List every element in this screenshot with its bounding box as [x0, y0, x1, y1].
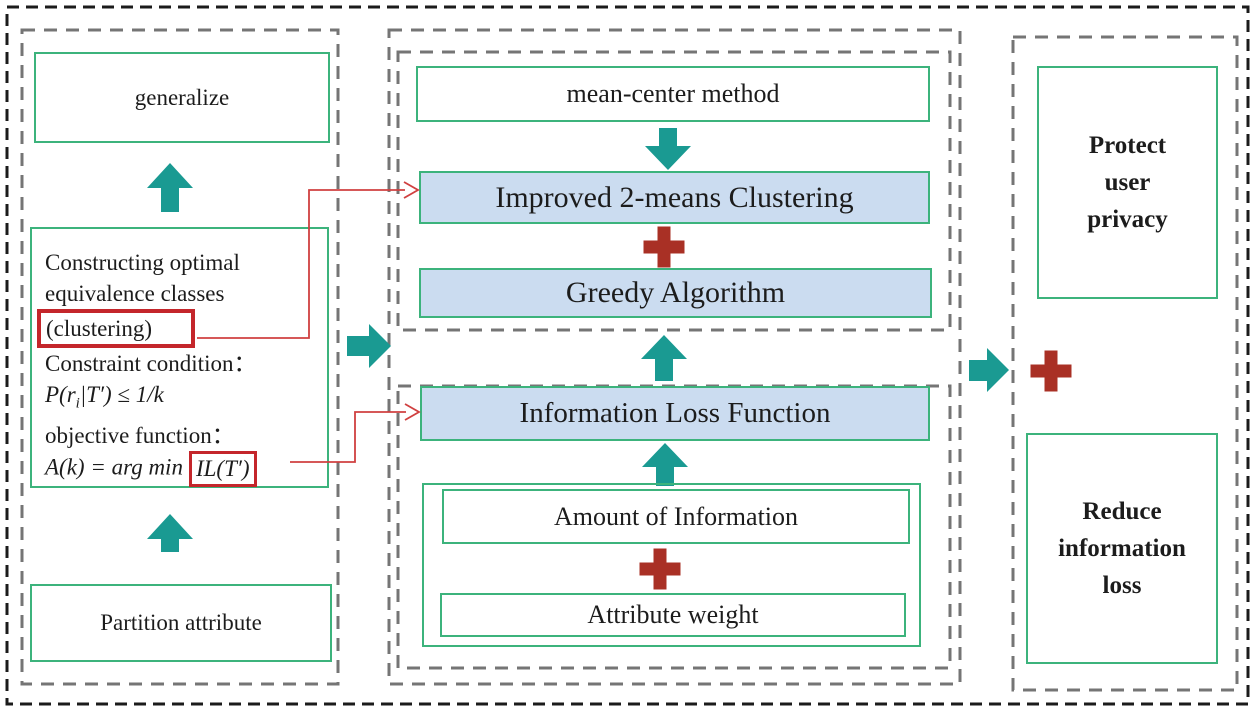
constraint-label: Constraint condition：	[45, 351, 257, 376]
protect-line-3: privacy	[1087, 206, 1168, 233]
greedy-algorithm-box: Greedy Algorithm	[419, 268, 932, 318]
attribute-weight-label: Attribute weight	[587, 600, 759, 629]
improved-clustering-label: Improved 2-means Clustering	[495, 180, 854, 214]
information-loss-box: Information Loss Function	[420, 386, 930, 441]
constraint-formula: P(ri|T′) ≤ 1/k	[45, 379, 321, 420]
greedy-algorithm-label: Greedy Algorithm	[565, 276, 786, 309]
construct-line-2: equivalence classes	[45, 281, 225, 306]
protect-privacy-box: Protect user privacy	[1037, 66, 1218, 299]
arrow-up-icon	[641, 335, 687, 381]
objective-label: objective function：	[45, 422, 235, 448]
arrow-up-icon	[147, 514, 193, 552]
reduce-line-3: loss	[1102, 572, 1142, 599]
improved-clustering-box: Improved 2-means Clustering	[419, 171, 930, 224]
mean-center-label: mean-center method	[566, 79, 780, 108]
constraint-formula-pre: P(r	[45, 382, 76, 407]
plus-icon	[1030, 350, 1072, 392]
constraint-formula-post: |T′) ≤ 1/k	[79, 382, 164, 407]
protect-line-2: user	[1104, 169, 1151, 196]
construct-box: Constructing optimal equivalence classes…	[30, 227, 329, 488]
arrow-down-icon	[645, 128, 691, 170]
arrow-right-icon	[347, 324, 391, 368]
attribute-weight-box: Attribute weight	[440, 593, 906, 637]
reduce-line-2: information	[1058, 535, 1186, 562]
arrow-up-icon	[147, 163, 193, 212]
arrow-right-icon	[969, 348, 1009, 392]
construct-line-3: (clustering)	[37, 309, 321, 348]
protect-line-1: Protect	[1088, 132, 1167, 159]
plus-icon	[643, 226, 685, 268]
generalize-box: generalize	[34, 52, 330, 143]
objective-formula-prefix: A(k) = arg min	[45, 453, 183, 479]
construct-line-1: Constructing optimal	[45, 250, 240, 275]
amount-of-information-label: Amount of Information	[553, 501, 799, 531]
partition-attribute-label: Partition attribute	[100, 610, 262, 635]
connector-arrowhead-icon	[404, 403, 421, 421]
amount-of-information-box: Amount of Information	[442, 489, 910, 544]
reduce-loss-box: Reduce information loss	[1026, 433, 1218, 664]
arrow-up-icon	[642, 443, 688, 486]
il-highlight-box: IL(T′)	[188, 450, 257, 487]
clustering-highlight-box: (clustering)	[37, 309, 195, 348]
connector-arrowhead-icon	[403, 181, 420, 199]
reduce-line-1: Reduce	[1082, 498, 1162, 525]
information-loss-label: Information Loss Function	[519, 397, 831, 429]
partition-attribute-box: Partition attribute	[30, 584, 332, 662]
generalize-label: generalize	[134, 84, 230, 110]
mean-center-box: mean-center method	[416, 66, 930, 122]
